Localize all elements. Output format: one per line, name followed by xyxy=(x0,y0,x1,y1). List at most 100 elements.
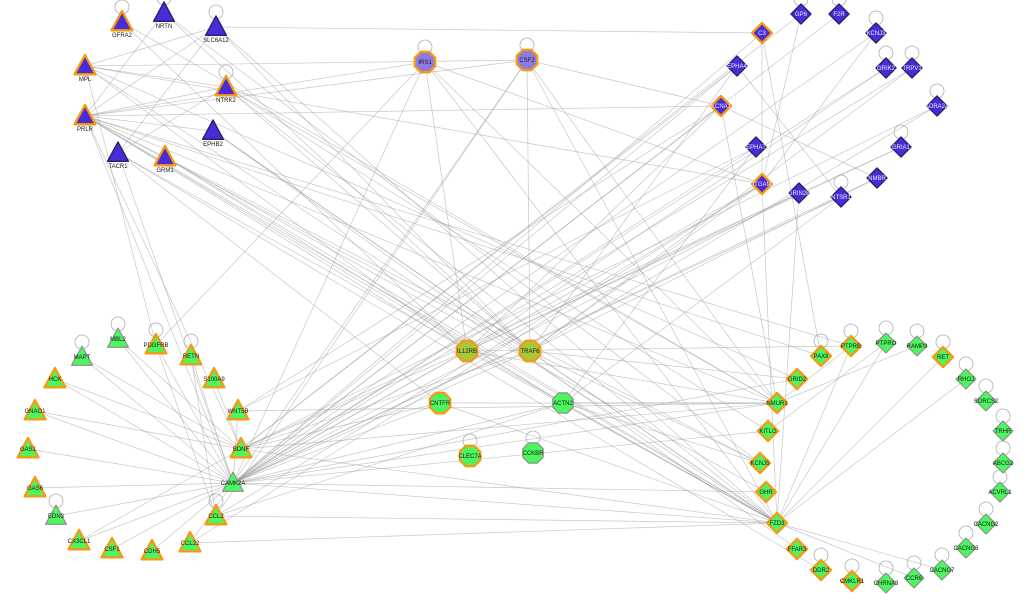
edge xyxy=(232,350,468,484)
edge xyxy=(720,105,778,404)
triangle-shape xyxy=(23,475,47,498)
node-mapt[interactable]: MAPT xyxy=(70,345,94,366)
diamond-shape xyxy=(992,420,1014,442)
node-epha4[interactable]: EPHA4 xyxy=(726,55,748,77)
node-gfra2[interactable]: GFRA2 xyxy=(110,9,134,39)
node-ptpro[interactable]: PTPRO xyxy=(875,332,897,354)
node-ramp3[interactable]: RAMP3 xyxy=(906,335,928,357)
edge xyxy=(237,146,757,412)
edge xyxy=(232,430,769,484)
node-actn2[interactable]: ACTN2 xyxy=(552,392,574,414)
node-cmklr1[interactable]: CMKLR1 xyxy=(840,569,865,593)
node-grik2[interactable]: GRIK2 xyxy=(875,57,897,79)
edge xyxy=(84,61,426,117)
node-hck[interactable]: HCK xyxy=(43,366,67,389)
node-f2r[interactable]: F2R xyxy=(828,3,850,25)
node-ffar3[interactable]: FFAR3 xyxy=(785,537,809,561)
node-kcnj5[interactable]: KCNJ5 xyxy=(748,451,772,475)
node-trpv1[interactable]: TRPV1 xyxy=(901,57,923,79)
node-nmbr[interactable]: NMBR xyxy=(866,167,888,189)
edge xyxy=(562,196,842,404)
node-ntrk2[interactable]: NTRK2 xyxy=(214,74,238,104)
triangle-shape xyxy=(43,366,67,389)
edge xyxy=(164,156,767,493)
edge xyxy=(225,86,778,524)
node-sorcs2[interactable]: SORCS2 xyxy=(974,390,999,412)
node-abcg2[interactable]: ABCG2 xyxy=(992,452,1014,474)
node-retn[interactable]: RETN xyxy=(179,343,203,366)
node-prlr[interactable]: PRLR xyxy=(73,103,97,133)
edge xyxy=(776,522,915,579)
diamond-shape xyxy=(989,481,1011,503)
node-il12rb[interactable]: IL12RB xyxy=(455,339,479,363)
node-rhoj[interactable]: RHOJ xyxy=(955,368,977,390)
edge xyxy=(215,402,564,517)
node-ccr6[interactable]: CCR6 xyxy=(903,567,925,589)
node-irs1[interactable]: IRS1 xyxy=(413,50,437,74)
node-s100a9[interactable]: S100A9 xyxy=(202,366,226,389)
node-nrtn[interactable]: NRTN xyxy=(152,1,176,30)
edge xyxy=(84,115,778,404)
diamond-shape xyxy=(992,452,1014,474)
edge xyxy=(466,146,902,352)
node-itgam[interactable]: ITGAM xyxy=(750,172,774,196)
node-kcnj3[interactable]: KCNJ3 xyxy=(865,22,887,44)
edge xyxy=(529,350,798,380)
edge xyxy=(232,402,564,484)
node-gnao1[interactable]: GNAO1 xyxy=(23,398,47,421)
edge xyxy=(84,65,763,185)
node-traf6[interactable]: TRAF6 xyxy=(518,339,542,363)
node-kitlg[interactable]: KITLG xyxy=(756,419,780,443)
edge xyxy=(84,115,214,132)
node-ddr2[interactable]: DDR2 xyxy=(809,558,833,582)
node-label: NRTN xyxy=(156,24,173,30)
node-pdgfrb[interactable]: PDGFRB xyxy=(143,332,169,355)
node-wnt5b[interactable]: WNT5B xyxy=(226,398,250,421)
node-c3[interactable]: C3 xyxy=(750,21,774,45)
node-gas6[interactable]: GAS6 xyxy=(23,475,47,498)
edge xyxy=(720,105,878,179)
node-cdh5[interactable]: CDH5 xyxy=(140,538,164,561)
node-ntsr1[interactable]: NTSR1 xyxy=(830,186,852,208)
node-grid2[interactable]: GRID2 xyxy=(785,367,809,391)
node-mbl2[interactable]: MBL2 xyxy=(106,327,129,348)
node-cckbr[interactable]: CCKBR xyxy=(522,442,544,464)
node-ephb2[interactable]: EPHB2 xyxy=(201,119,225,148)
node-ptprb[interactable]: PTPRB xyxy=(839,334,863,358)
edge xyxy=(163,12,531,352)
triangle-shape xyxy=(110,9,134,32)
node-adra2a[interactable]: ADRA2A xyxy=(925,95,949,117)
octagon-shape xyxy=(522,442,544,464)
node-cacng7[interactable]: CACNG7 xyxy=(929,559,955,581)
edge xyxy=(189,183,763,544)
node-pax8[interactable]: PAX8 xyxy=(809,344,833,368)
node-trhr[interactable]: TRHR xyxy=(992,420,1014,442)
node-mpl[interactable]: MPL xyxy=(73,53,97,83)
node-epha7[interactable]: EPHA7 xyxy=(745,136,767,158)
node-gas1[interactable]: GAS1 xyxy=(16,436,40,459)
node-ccl2[interactable]: CCL2 xyxy=(204,503,228,526)
node-csf2[interactable]: CSF2 xyxy=(515,48,539,72)
diamond-shape xyxy=(890,136,912,158)
node-clec7a[interactable]: CLEC7A xyxy=(458,444,482,468)
edge xyxy=(84,115,852,347)
node-chrna3[interactable]: CHRNA3 xyxy=(874,572,899,594)
edge xyxy=(78,448,242,542)
node-ccl22[interactable]: CCL22 xyxy=(178,530,202,553)
node-cacng2[interactable]: CACNG2 xyxy=(973,513,999,535)
node-acvrl1[interactable]: ACVRL1 xyxy=(988,481,1012,503)
node-grin2b[interactable]: GRIN2B xyxy=(788,182,810,204)
diamond-shape xyxy=(788,182,810,204)
node-csf1[interactable]: CSF1 xyxy=(100,536,124,559)
node-cntfr[interactable]: CNTFR xyxy=(428,391,452,415)
triangle-shape xyxy=(73,53,97,76)
triangle-shape xyxy=(179,343,203,366)
node-cacng3[interactable]: CACNG3 xyxy=(953,537,979,559)
node-cx3cl1[interactable]: CX3CL1 xyxy=(67,528,91,551)
edge xyxy=(240,402,441,450)
octagon-shape xyxy=(428,391,452,415)
edge xyxy=(163,12,761,464)
node-gp6[interactable]: GP6 xyxy=(790,3,812,25)
node-gria1[interactable]: GRIA1 xyxy=(890,136,912,158)
